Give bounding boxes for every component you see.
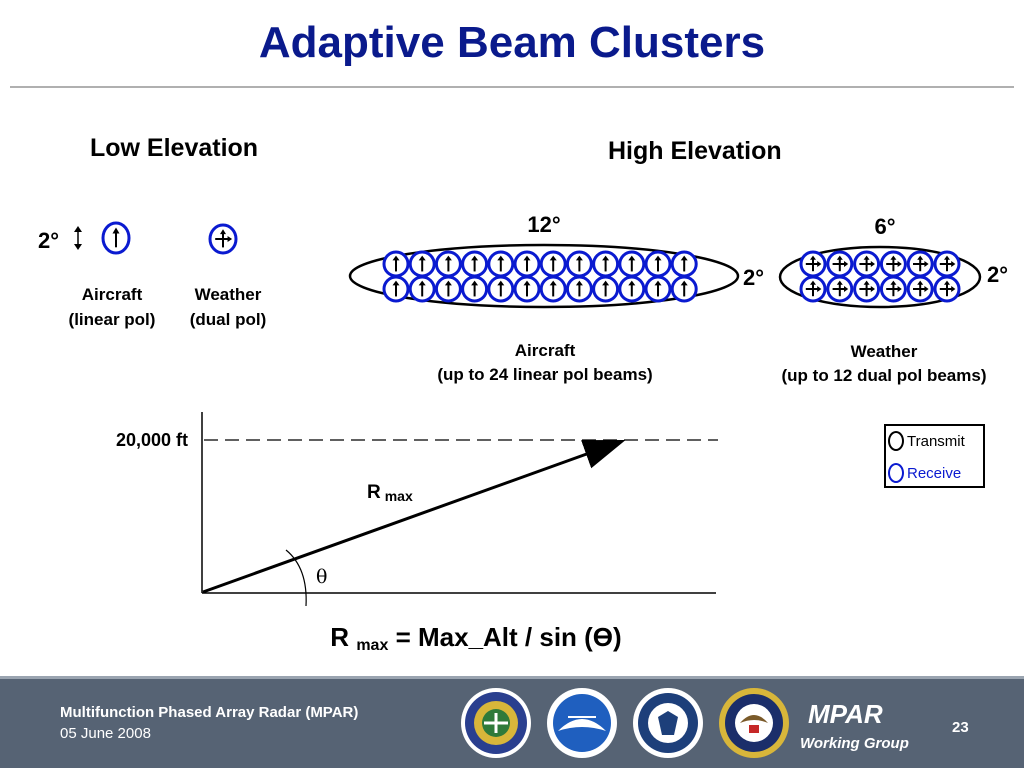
linear-pol-beam	[592, 250, 620, 278]
footer-brand: MPAR	[808, 699, 883, 729]
transmit-circle-icon	[888, 431, 904, 451]
range-vector-arrow	[202, 439, 626, 594]
aircraft-linear-beam-icon	[101, 221, 131, 255]
aircraft-cluster-caption-1: Aircraft	[515, 341, 576, 360]
formula-subscript: max	[356, 637, 389, 654]
linear-pol-beam	[670, 275, 698, 303]
aircraft-cluster-caption-2: (up to 24 linear pol beams)	[437, 365, 652, 384]
faa-seal-icon	[461, 688, 531, 758]
weather-cluster-caption-2: (up to 12 dual pol beams)	[782, 366, 987, 385]
footer-organization: Multifunction Phased Array Radar (MPAR)	[60, 704, 359, 721]
noaa-seal-icon	[547, 688, 617, 758]
linear-pol-beam	[644, 275, 672, 303]
low-weather-label-1: Weather	[195, 285, 262, 304]
dual-pol-beam	[906, 275, 934, 303]
weather-cluster-ellipse	[778, 245, 982, 309]
footer-page-number: 23	[952, 719, 969, 736]
receive-circle-icon	[888, 463, 904, 483]
legend-transmit-row: Transmit	[888, 429, 965, 453]
legend-receive-label: Receive	[907, 464, 962, 482]
weather-cluster-right-height-label: 2°	[987, 262, 1008, 287]
linear-pol-beam	[618, 275, 646, 303]
linear-pol-beam	[382, 275, 410, 303]
high-elevation-heading: High Elevation	[608, 137, 782, 165]
aircraft-cluster-ellipse	[348, 243, 740, 309]
dod-seal-icon	[719, 688, 789, 758]
weather-dual-beam-icon	[208, 223, 238, 255]
aircraft-cluster-width-label: 12°	[527, 212, 560, 237]
linear-pol-beam	[592, 275, 620, 303]
linear-pol-beam	[461, 250, 489, 278]
double-arrow-icon	[74, 226, 82, 250]
dual-pol-beam	[933, 275, 961, 303]
weather-cluster-left-height-label: 2°	[743, 265, 764, 290]
angle-arc	[285, 549, 307, 607]
weather-cluster-caption-1: Weather	[851, 342, 918, 361]
linear-pol-beam	[461, 275, 489, 303]
legend-transmit-label: Transmit	[907, 432, 965, 450]
linear-pol-beam	[513, 250, 541, 278]
linear-pol-beam	[618, 250, 646, 278]
weather-beam-cluster	[799, 250, 961, 303]
footer-date: 05 June 2008	[60, 725, 151, 742]
linear-pol-beam	[408, 250, 436, 278]
dual-pol-beam	[933, 250, 961, 278]
linear-pol-beam	[513, 275, 541, 303]
linear-pol-beam	[101, 221, 131, 255]
dual-pol-beam	[853, 250, 881, 278]
dual-pol-beam	[853, 275, 881, 303]
title-divider	[10, 86, 1014, 88]
low-aircraft-label-2: (linear pol)	[69, 310, 156, 329]
dual-pol-beam	[826, 250, 854, 278]
linear-pol-beam	[539, 250, 567, 278]
dual-pol-beam	[879, 275, 907, 303]
linear-pol-beam	[644, 250, 672, 278]
low-beam-width-label: 2°	[38, 228, 59, 253]
low-elevation-heading: Low Elevation	[90, 134, 258, 162]
angle-theta-label: θ	[316, 566, 327, 588]
low-weather-label-2: (dual pol)	[190, 310, 266, 329]
formula-lhs: R	[330, 622, 350, 652]
legend-box: Transmit Receive	[884, 424, 985, 488]
dual-pol-beam	[208, 223, 238, 255]
linear-pol-beam	[565, 275, 593, 303]
linear-pol-beam	[487, 275, 515, 303]
formula-rhs: = Max_Alt / sin (Ɵ)	[395, 622, 622, 652]
altitude-label: 20,000 ft	[116, 430, 188, 450]
linear-pol-beam	[539, 275, 567, 303]
dual-pol-beam	[799, 275, 827, 303]
footer-group: Working Group	[800, 735, 909, 752]
linear-pol-beam	[434, 275, 462, 303]
linear-pol-beam	[565, 250, 593, 278]
beam-cluster-diagram: Low Elevation High Elevation 2° Aircraft…	[38, 134, 1008, 607]
linear-pol-beam	[408, 275, 436, 303]
linear-pol-beam	[487, 250, 515, 278]
slide-title: Adaptive Beam Clusters	[258, 18, 766, 67]
legend-receive-row: Receive	[888, 461, 961, 485]
dual-pol-beam	[799, 250, 827, 278]
range-formula: R max = Max_Alt / sin (Ɵ)	[0, 622, 952, 655]
weather-cluster-width-label: 6°	[874, 214, 895, 239]
aircraft-beam-cluster	[382, 250, 698, 303]
slide-footer: Multifunction Phased Array Radar (MPAR) …	[0, 676, 1024, 768]
linear-pol-beam	[670, 250, 698, 278]
low-aircraft-label-1: Aircraft	[82, 285, 143, 304]
dual-pol-beam	[879, 250, 907, 278]
dhs-seal-icon	[633, 688, 703, 758]
linear-pol-beam	[382, 250, 410, 278]
linear-pol-beam	[434, 250, 462, 278]
dual-pol-beam	[906, 250, 934, 278]
dual-pol-beam	[826, 275, 854, 303]
